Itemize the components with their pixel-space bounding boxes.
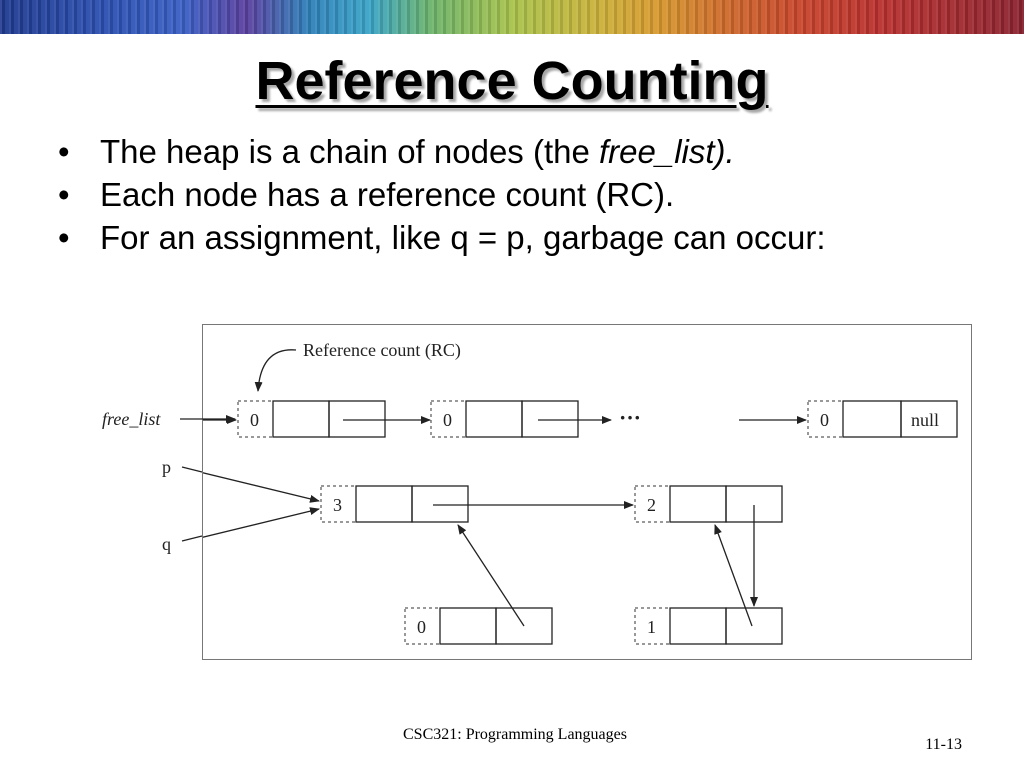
rc-value: 0 <box>443 410 452 430</box>
bullet-dot: • <box>58 219 70 256</box>
rc-value: 0 <box>417 617 426 637</box>
reference-counting-diagram: Reference count (RC) free_list 0 0 ··· 0… <box>202 324 972 660</box>
bullet-item: • For an assignment, like q = p, garbage… <box>58 220 958 256</box>
rc-value: 1 <box>647 617 656 637</box>
ellipsis: ··· <box>619 405 641 430</box>
rc-value: 2 <box>647 495 656 515</box>
free-list-label: free_list <box>102 409 161 429</box>
q-label: q <box>162 534 171 554</box>
slide-footer: CSC321: Programming Languages <box>403 726 627 743</box>
slide-title: Reference Counting <box>255 51 769 111</box>
rc-value: 0 <box>250 410 259 430</box>
bullet-text: Each node has a reference count (RC). <box>100 176 675 213</box>
p-pointer-lead <box>181 466 203 473</box>
next-pointer-arrow <box>714 524 753 627</box>
rc-value: 3 <box>333 495 342 515</box>
p-pointer-arrow <box>203 472 320 503</box>
bullet-text: The heap is a chain of nodes (the <box>100 133 599 170</box>
node-field <box>411 485 469 523</box>
null-label: null <box>911 410 939 430</box>
bullet-text: For an assignment, like q = p, garbage c… <box>100 219 826 256</box>
bullet-dot: • <box>58 176 70 213</box>
page-number: 11-13 <box>925 736 962 753</box>
rc-annotation-label: Reference count (RC) <box>303 340 461 361</box>
bullet-item: • The heap is a chain of nodes (the free… <box>58 134 958 170</box>
q-pointer-arrow <box>203 507 320 538</box>
annotation-arrow <box>254 349 297 392</box>
next-pointer-arrow <box>457 524 525 627</box>
node-field <box>495 607 553 645</box>
node-field <box>521 400 579 438</box>
bullet-emphasis: free_list). <box>599 133 735 170</box>
rc-value: 0 <box>820 410 829 430</box>
bullet-list: • The heap is a chain of nodes (the free… <box>58 134 958 263</box>
node-field <box>328 400 386 438</box>
decorative-top-banner <box>0 0 1024 34</box>
node-field <box>900 400 958 438</box>
bullet-dot: • <box>58 133 70 170</box>
q-pointer-lead <box>181 535 203 542</box>
bullet-item: • Each node has a reference count (RC). <box>58 177 958 213</box>
diagram-canvas: Reference count (RC) free_list 0 0 ··· 0… <box>203 340 958 645</box>
p-label: p <box>162 457 171 477</box>
node-field <box>725 607 783 645</box>
